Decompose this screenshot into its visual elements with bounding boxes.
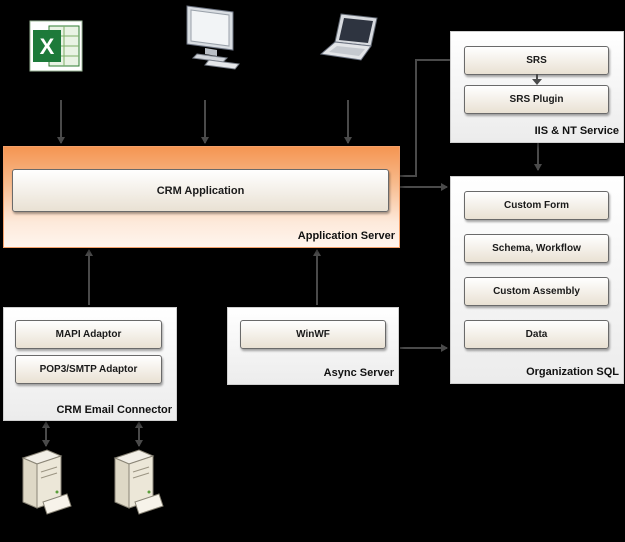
crm-application-box[interactable]: CRM Application xyxy=(12,169,389,212)
mapi-adaptor-label: MAPI Adaptor xyxy=(55,329,122,340)
excel-icon: X xyxy=(29,20,83,72)
srs-plugin-box[interactable]: SRS Plugin xyxy=(464,85,609,114)
crm-email-connector-panel: MAPI Adaptor POP3/SMTP Adaptor CRM Email… xyxy=(3,307,177,421)
winwf-label: WinWF xyxy=(296,329,330,340)
srs-label: SRS xyxy=(526,55,547,66)
iis-nt-service-panel: SRS SRS Plugin IIS & NT Service xyxy=(450,31,624,143)
arrow-app-to-srs xyxy=(389,56,462,177)
custom-assembly-label: Custom Assembly xyxy=(493,286,580,297)
custom-form-box[interactable]: Custom Form xyxy=(464,191,609,220)
srs-to-plugin-arrow xyxy=(532,74,542,85)
pop3-smtp-adaptor-box[interactable]: POP3/SMTP Adaptor xyxy=(15,355,162,384)
schema-workflow-label: Schema, Workflow xyxy=(492,243,581,254)
organization-sql-label: Organization SQL xyxy=(526,366,619,378)
crm-application-label: CRM Application xyxy=(156,184,245,197)
application-server-panel: CRM Application Application Server xyxy=(3,146,400,248)
async-server-panel: WinWF Async Server xyxy=(227,307,399,385)
crm-email-connector-label: CRM Email Connector xyxy=(56,404,172,416)
data-box[interactable]: Data xyxy=(464,320,609,349)
srs-box[interactable]: SRS xyxy=(464,46,609,75)
custom-assembly-box[interactable]: Custom Assembly xyxy=(464,277,609,306)
application-server-label: Application Server xyxy=(297,230,395,242)
organization-sql-panel: Custom Form Schema, Workflow Custom Asse… xyxy=(450,176,624,384)
schema-workflow-box[interactable]: Schema, Workflow xyxy=(464,234,609,263)
laptop-icon xyxy=(319,10,381,64)
mapi-adaptor-box[interactable]: MAPI Adaptor xyxy=(15,320,162,349)
pop3-smtp-adaptor-label: POP3/SMTP Adaptor xyxy=(39,364,138,375)
server-icon xyxy=(113,448,165,516)
winwf-box[interactable]: WinWF xyxy=(240,320,386,349)
data-label: Data xyxy=(525,329,548,340)
svg-text:X: X xyxy=(40,34,55,59)
desktop-computer-icon xyxy=(183,4,243,70)
async-server-label: Async Server xyxy=(323,367,394,379)
custom-form-label: Custom Form xyxy=(504,200,569,211)
srs-plugin-label: SRS Plugin xyxy=(509,94,564,105)
server-icon xyxy=(21,448,73,516)
iis-nt-service-label: IIS & NT Service xyxy=(534,125,619,137)
